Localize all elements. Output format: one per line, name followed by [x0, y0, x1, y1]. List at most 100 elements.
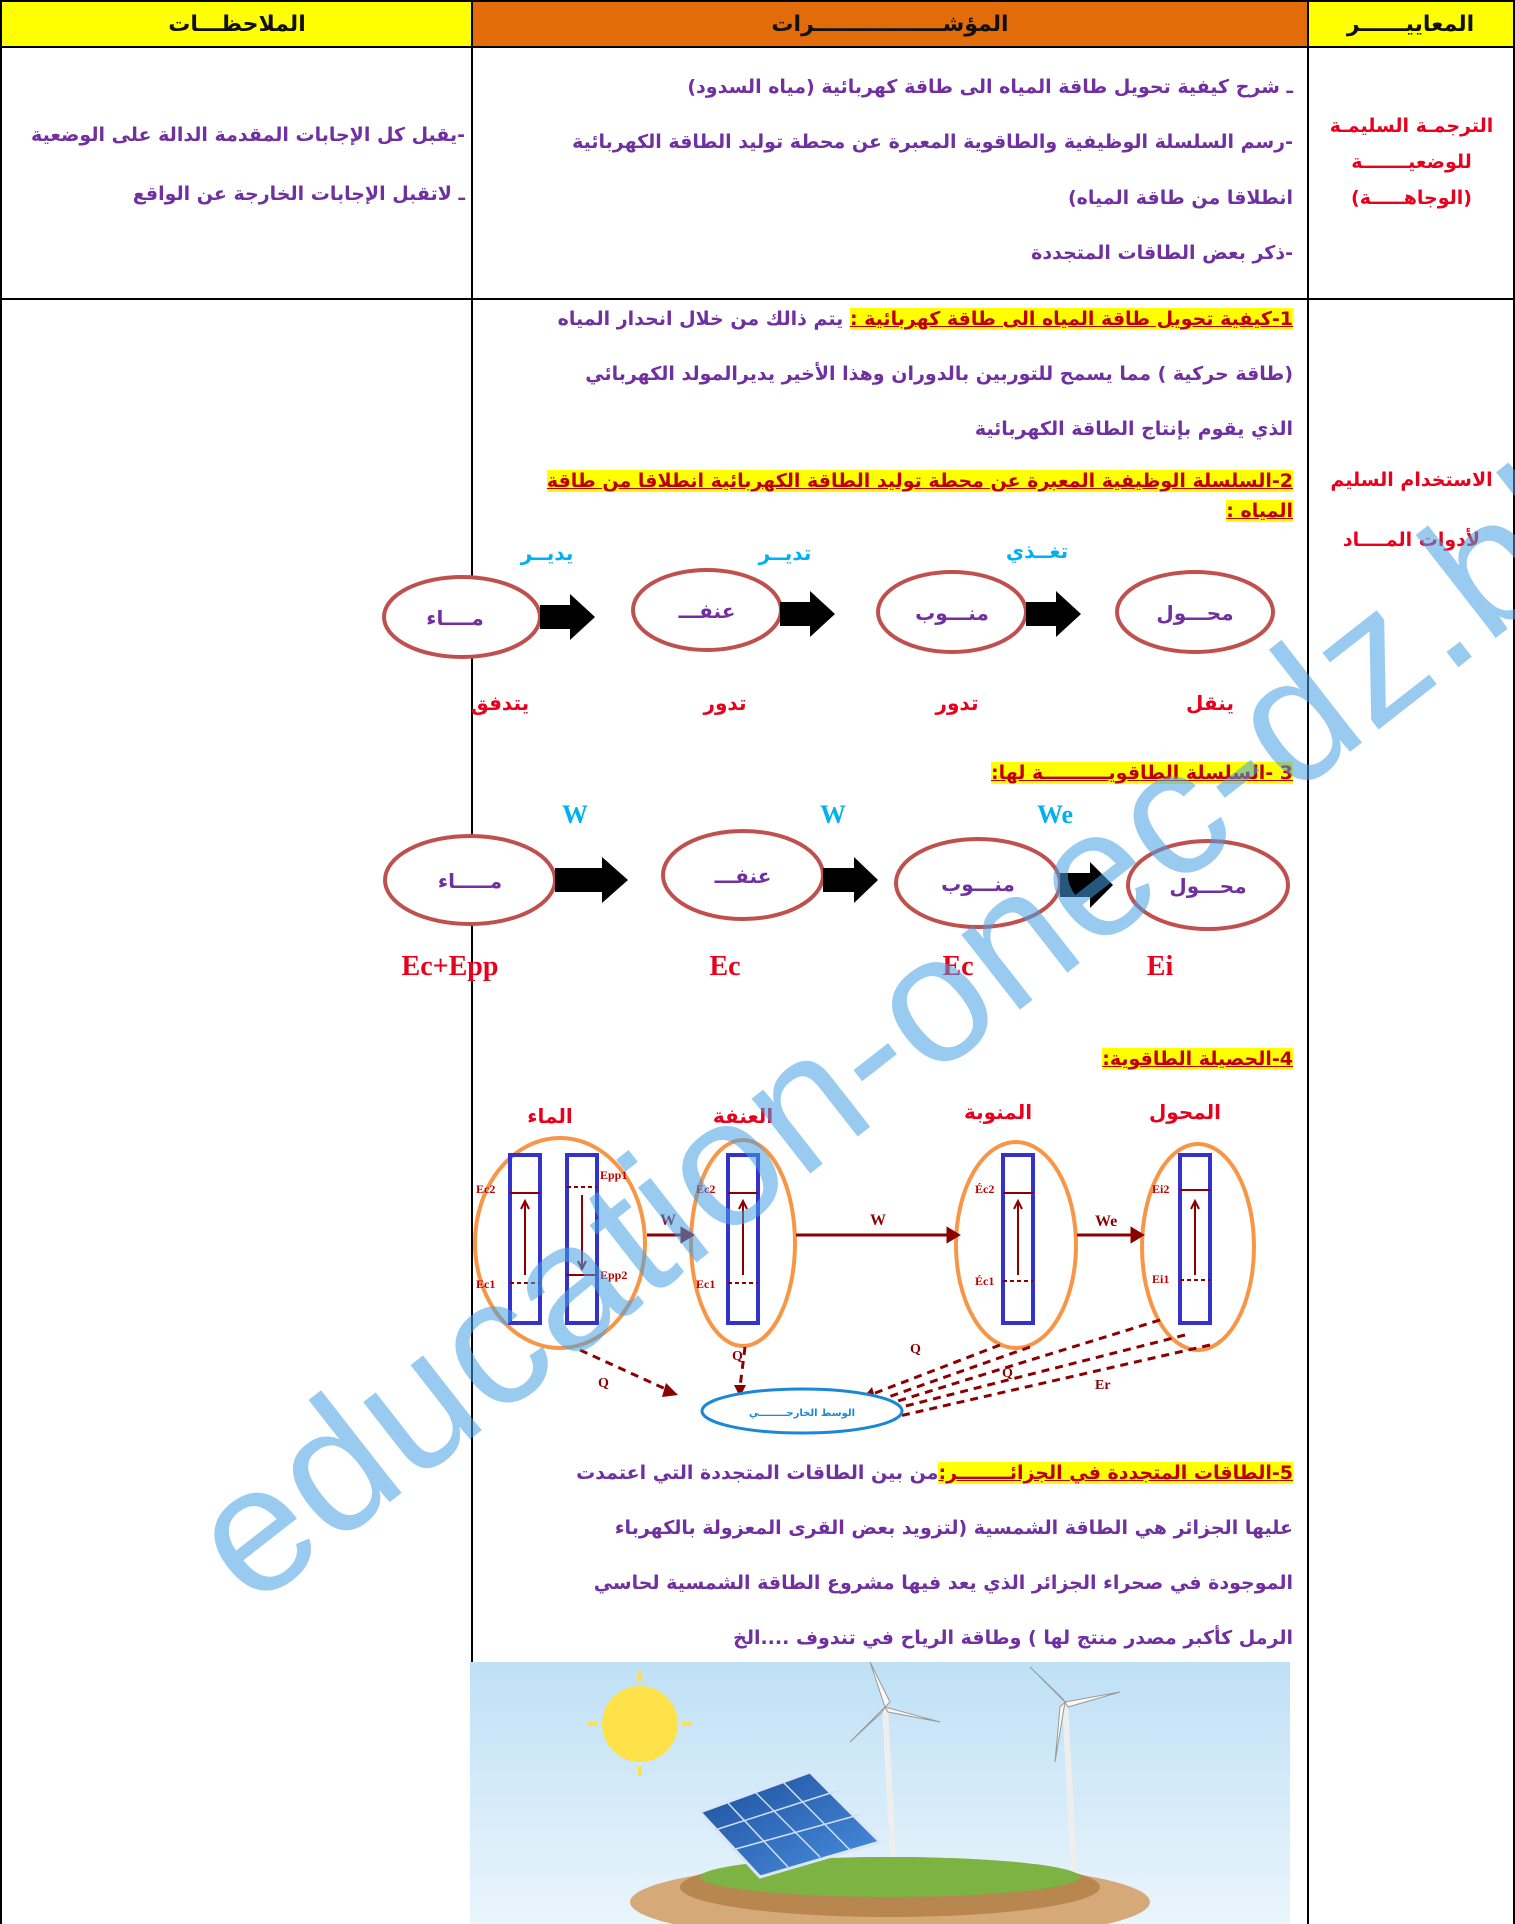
chain1-top-label: تغــذي [1006, 539, 1068, 564]
header-indicators: المؤشـــــــــــــــــرات [771, 11, 1009, 37]
section-3-title: 3 -السلسلة الطاقويــــــــــة لها: [991, 762, 1293, 784]
ec1-label: Ec1 [476, 1277, 495, 1291]
chain2-bottom-label: Ec+Epp [402, 951, 499, 982]
chain2-arrow [555, 857, 628, 903]
section-1-text: الذي يقوم بإنتاج الطاقة الكهربائية [974, 418, 1293, 440]
section-5-text: عليها الجزائر هي الطاقة الشمسية (لتزويد … [614, 1517, 1293, 1539]
functional-chain: يديــر تديــر تغــذي مــــاء عنفـــ منــ… [382, 539, 1275, 715]
ei2-label: Ei2 [1152, 1182, 1169, 1196]
indicator-line: -رسم السلسلة الوظيفية والطاقوية المعبرة … [572, 131, 1293, 153]
work-label: W [660, 1212, 676, 1229]
criterion-line: الترجمـة السليمـة [1329, 115, 1494, 137]
criterion-line: للوضعيـــــــة [1351, 151, 1472, 173]
criterion-line: (الوجاهـــــة) [1351, 187, 1472, 209]
chain1-bottom-label: تدور [702, 691, 746, 715]
heat-label: Q [598, 1376, 609, 1391]
section-2-title-cont: المياه : [1226, 500, 1293, 522]
chain2-arrow [823, 857, 878, 903]
chain2-node-label: منـــوب [941, 872, 1015, 896]
section-5-line: 5-الطاقات المتجددة في الجزائــــــــر:من… [553, 1462, 1293, 1484]
renewable-energy-illustration [470, 1662, 1290, 1924]
chain1-bottom-label: ينقل [1186, 691, 1234, 715]
indicator-line: انطلاقا من طاقة المياه) [1067, 187, 1293, 209]
balance-ellipse-water [473, 1136, 647, 1350]
section-2-title: 2-السلسلة الوظيفية المعبرة عن محطة توليد… [546, 470, 1293, 492]
table-border-left [0, 0, 2, 1924]
ei1-label: Ei1 [1152, 1272, 1169, 1286]
ec2-label: Ec2 [696, 1182, 715, 1196]
chain1-bottom-label: يتدفق [471, 691, 529, 715]
balance-ellipse-alternator [954, 1140, 1078, 1350]
energy-box [1178, 1153, 1212, 1325]
table-row-divider [0, 46, 1515, 48]
energy-box [726, 1153, 760, 1325]
external-medium-ellipse [700, 1387, 904, 1435]
epp1-label: Epp1 [600, 1168, 627, 1182]
chain1-top-label: تديــر [758, 541, 812, 565]
ec2-prime-label: Éc2 [975, 1182, 994, 1196]
radiation-label: Er [1095, 1378, 1111, 1393]
electrical-work-label: We [1095, 1213, 1117, 1230]
balance-ellipse-transformer [1140, 1142, 1256, 1352]
heat-label: Q [910, 1342, 921, 1357]
table-border-right [1513, 0, 1515, 1924]
criterion-tools-line1: الاستخدام السليم [1330, 469, 1493, 491]
table-row-divider [0, 298, 1515, 300]
header-criteria: المعاييــــــر [1346, 11, 1475, 37]
ec1-label: Ec1 [696, 1277, 715, 1291]
balance-label-turbine: العنفة [713, 1104, 773, 1128]
section-1-text: (طاقة حركية ) مما يسمح للتوربين بالدوران… [585, 363, 1293, 385]
chain1-node-transformer [1115, 570, 1275, 654]
chain2-node-label: عنفـــ [714, 864, 772, 888]
section-5-title: 5-الطاقات المتجددة في الجزائــــــــر: [938, 1462, 1293, 1484]
section-5-text: من بين الطاقات المتجددة التي اعتمدت [576, 1462, 939, 1484]
chain2-arrow [1060, 862, 1113, 908]
energy-box [508, 1153, 542, 1325]
chain2-bottom-label: Ei [1147, 951, 1174, 982]
chain2-node-label: محـــول [1169, 874, 1246, 898]
heat-label: Q [732, 1349, 743, 1364]
section-1-line: 1-كيفية تحويل طاقة المياه الى طاقة كهربا… [553, 308, 1293, 330]
chain1-node-label: محـــول [1156, 601, 1233, 625]
balance-label-water: الماء [527, 1104, 573, 1128]
column-divider [1307, 0, 1309, 1924]
energy-box [565, 1153, 599, 1325]
section-5-text: الرمل كأكبر مصدر منتج لها ) وطاقة الرياح… [733, 1627, 1293, 1649]
chain1-arrow [1026, 591, 1081, 637]
epp2-label: Epp2 [600, 1268, 627, 1282]
external-medium-label: الوسط الخارجــــــــي [749, 1408, 855, 1419]
note-rejected: ـ لاتقبل الإجابات الخارجة عن الواقع [132, 183, 465, 205]
header-notes: الملاحظـــات [168, 11, 306, 37]
chain1-node-label: عنفـــ [678, 599, 736, 623]
chain2-bottom-label: Ec [942, 951, 973, 982]
chain1-arrow [780, 591, 835, 637]
header-indicators-cell [472, 2, 1308, 46]
heat-arrowhead [734, 1385, 746, 1397]
ec2-label: Ec2 [476, 1182, 495, 1196]
energy-balance-diagram: الماء العنفة المنوبة المحول [473, 1100, 1256, 1435]
chain1-bottom-label: تدور [934, 691, 978, 715]
balance-label-alternator: المنوبة [964, 1100, 1032, 1124]
header-notes-cell [2, 2, 472, 46]
section-4-line: 4-الحصيلة الطاقوية: [553, 1048, 1293, 1070]
ec1-prime-label: Éc1 [975, 1274, 994, 1288]
section-5-text: الموجودة في صحراء الجزائر الذي يعد فيها … [593, 1572, 1293, 1594]
note-accepted: -يقبل كل الإجابات المقدمة الدالة على الو… [31, 124, 465, 146]
chain1-node-label: مــــاء [426, 606, 483, 630]
chain2-bottom-label: Ec [709, 951, 740, 982]
chain1-node-label: منـــوب [915, 601, 989, 625]
table-border-top [0, 0, 1515, 2]
solar-panel-icon [697, 1770, 883, 1879]
chain1-arrow [540, 594, 595, 640]
chain2-node-transformer [1126, 839, 1290, 931]
chain2-top-label: W [820, 800, 846, 829]
header-criteria-cell [1308, 2, 1513, 46]
section-4-title: 4-الحصيلة الطاقوية: [1102, 1048, 1293, 1070]
energy-box [1001, 1153, 1035, 1325]
heat-label: Q [1002, 1366, 1013, 1381]
column-divider [471, 0, 473, 1924]
balance-ellipse-turbine [689, 1138, 797, 1348]
energy-chain: W W We مـــــاء عنفـــ منـــوب محـــول E… [383, 800, 1290, 982]
criterion-translation: الترجمـة السليمـة للوضعيـــــــة (الوجاه… [1310, 108, 1513, 216]
